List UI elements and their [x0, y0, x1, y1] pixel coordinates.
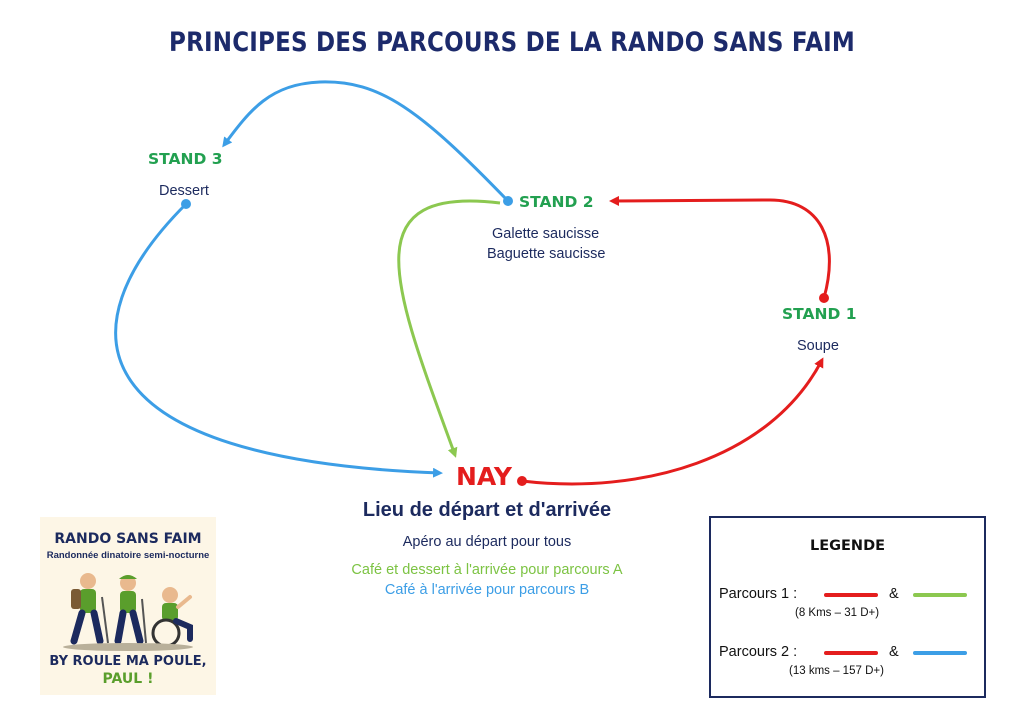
legend-parcours2-details: (13 kms – 157 D+) — [789, 665, 884, 677]
stand3-food: Dessert — [159, 183, 209, 199]
legend-parcours1-green-line — [913, 593, 967, 597]
legend-parcours1-amp: & — [889, 586, 899, 602]
legend-parcours2-blue-line — [913, 651, 967, 655]
node-nay-dot — [517, 476, 527, 486]
stand1-label: STAND 1 — [782, 305, 857, 323]
logo-title: RANDO SANS FAIM — [54, 531, 202, 547]
legend-box: LEGENDE Parcours 1 : & (8 Kms – 31 D+) P… — [709, 516, 986, 698]
node-stand1-dot — [819, 293, 829, 303]
legend-parcours1-label: Parcours 1 : — [719, 586, 798, 602]
legend-parcours1-red-line — [824, 593, 878, 597]
logo-subtitle: Randonnée dinatoire semi-nocturne — [46, 550, 210, 561]
cafe-a-note: Café et dessert à l'arrivée pour parcour… — [351, 562, 623, 578]
legend-title: LEGENDE — [809, 538, 886, 554]
route-red-nay-stand1 — [521, 357, 824, 486]
stand2-food-2: Baguette saucisse — [487, 246, 606, 262]
stand2-food-1: Galette saucisse — [492, 226, 600, 242]
route-blue-stand3-nay — [114, 202, 443, 478]
route-blue-stand2-stand3 — [222, 80, 510, 203]
stand3-label: STAND 3 — [148, 150, 223, 168]
hikers-illustration — [63, 573, 193, 651]
start-name: NAY — [456, 462, 512, 491]
logo: RANDO SANS FAIM Randonnée dinatoire semi… — [40, 517, 216, 695]
node-stand3-dot — [181, 199, 191, 209]
logo-name: PAUL ! — [102, 671, 154, 687]
route-red-stand1-stand2 — [609, 195, 831, 299]
stand2-label: STAND 2 — [519, 193, 594, 211]
legend-parcours2-amp: & — [889, 644, 899, 660]
legend-parcours2-label: Parcours 2 : — [719, 644, 798, 660]
node-stand2-dot — [503, 196, 513, 206]
stand1-food: Soupe — [797, 338, 839, 354]
cafe-b-note: Café à l'arrivée pour parcours B — [384, 582, 590, 598]
start-apero: Apéro au départ pour tous — [402, 534, 572, 550]
start-subtitle: Lieu de départ et d'arrivée — [362, 499, 612, 521]
legend-parcours1-details: (8 Kms – 31 D+) — [795, 607, 880, 619]
logo-by: BY ROULE MA POULE, — [49, 654, 207, 669]
legend-parcours2-red-line — [824, 651, 878, 655]
route-green-stand2-nay — [397, 199, 501, 458]
page-title: PRINCIPES DES PARCOURS DE LA RANDO SANS … — [169, 28, 855, 58]
